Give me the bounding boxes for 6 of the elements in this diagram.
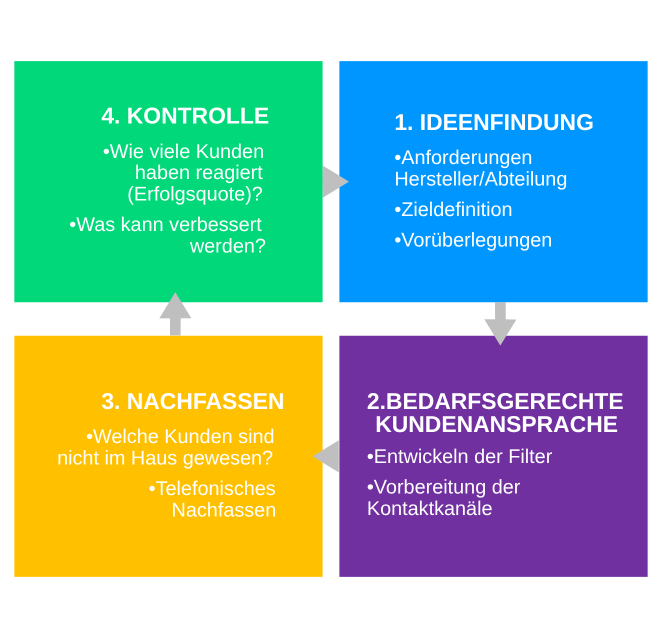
node-box: 1. IDEENFINDUNG •Anforderungen Hersteller/Abteilung •Zieldefinition •Vorüberlegungen — [339, 60, 648, 302]
node-box: 4. KONTROLLE •Wie viele Kunden haben reagiert (Erfolgsquote)? •Was kann verbessert werden? — [14, 60, 323, 302]
node-box: 2.BEDARFSGERECHTE KUNDENANSPRACHE •Entwickeln der Filter •Vorbereitung der Kontaktkanäle — [339, 335, 648, 576]
arrow — [159, 292, 192, 335]
node-box: 3. NACHFASSEN •Welche Kunden sind nicht im Haus gewesen? •Telefonisches Nachfassen — [14, 335, 323, 576]
arrow — [484, 302, 516, 346]
